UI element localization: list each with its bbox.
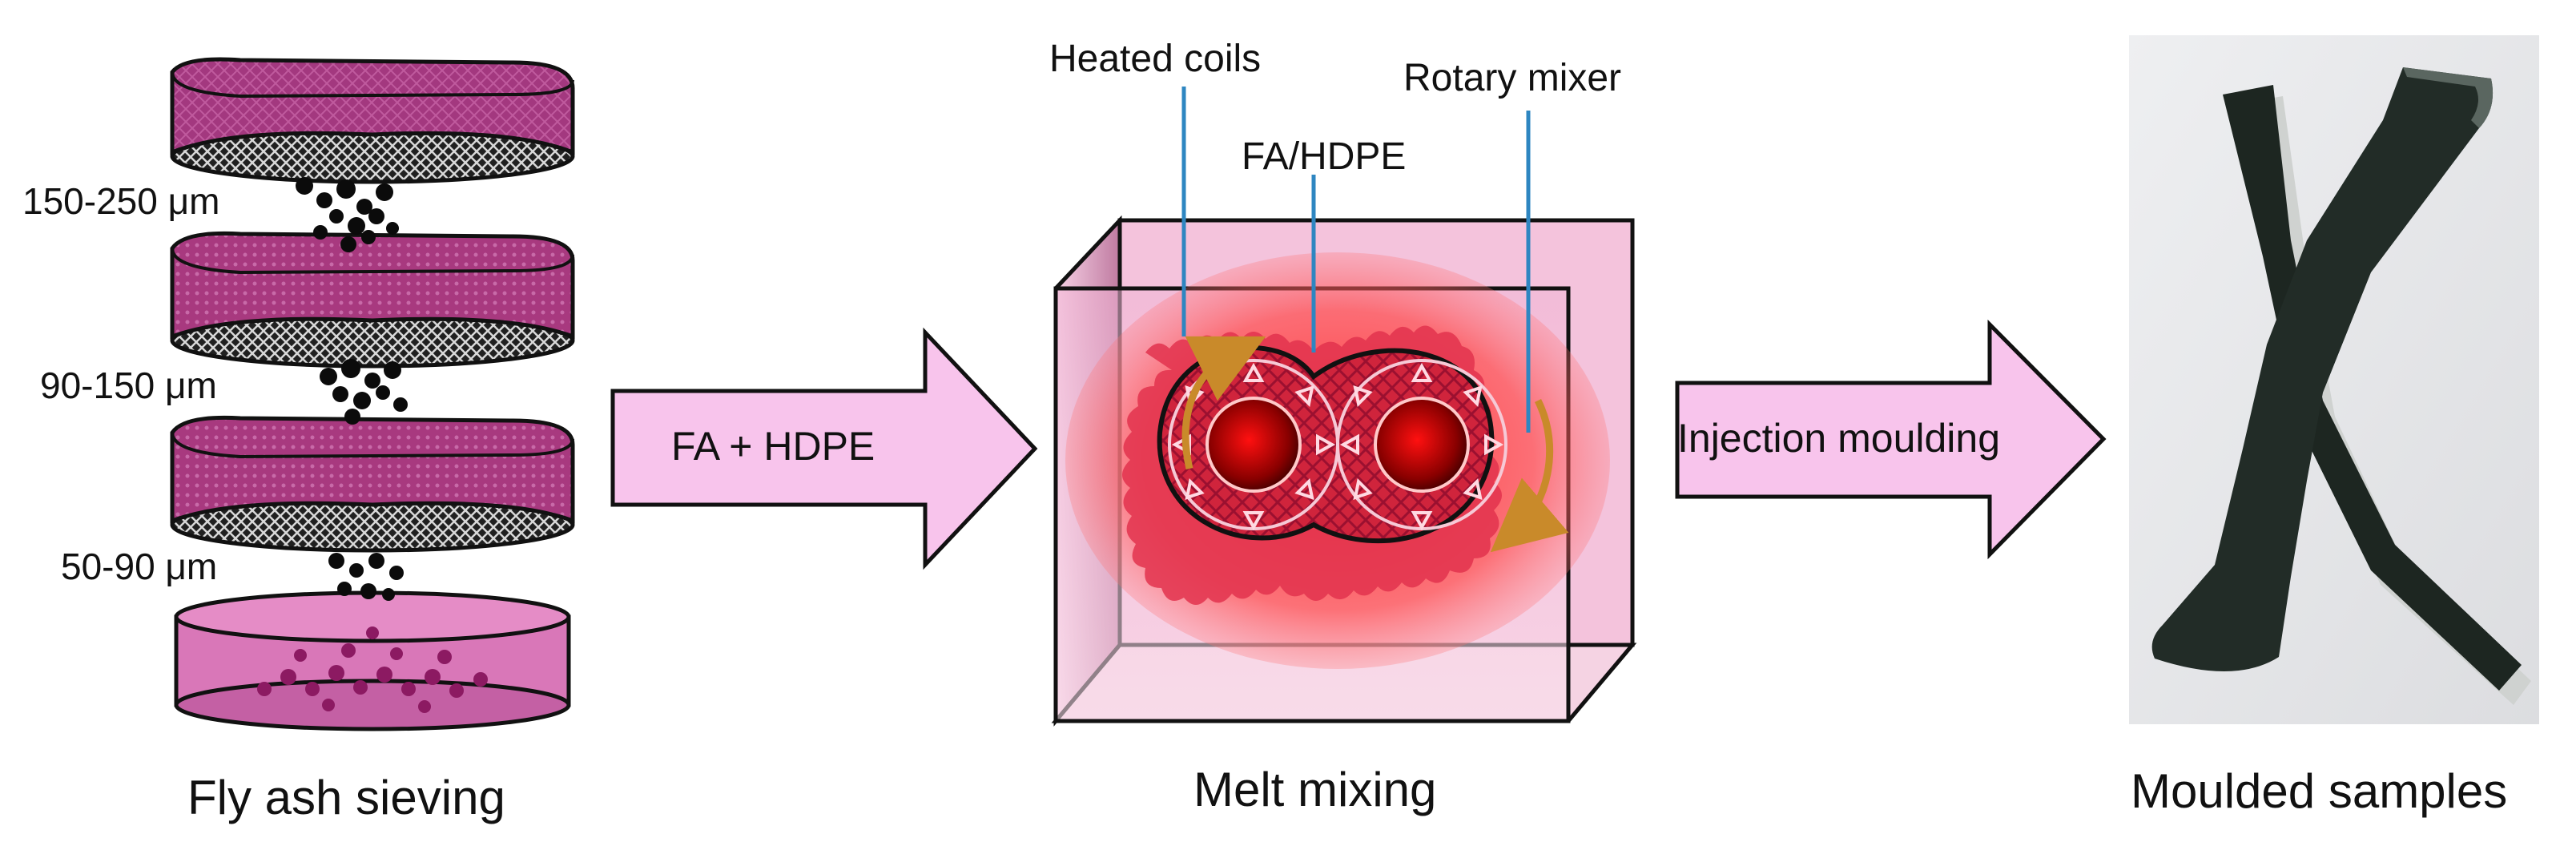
left-rotor-shaft <box>1205 397 1302 493</box>
moulded-samples-photo <box>2129 35 2539 724</box>
rotor-blades <box>1171 362 1504 531</box>
label-rotary-mixer: Rotary mixer <box>1403 57 1622 99</box>
caption-fly-ash-sieving: Fly ash sieving <box>187 771 505 824</box>
arrow-label-fa-hdpe: FA + HDPE <box>671 424 875 469</box>
pan-particles <box>257 626 488 713</box>
label-fa-hdpe: FA/HDPE <box>1242 135 1407 178</box>
sample-bar-2 <box>2151 67 2493 672</box>
mixer-box <box>1051 87 1637 727</box>
collection-pan <box>174 590 571 731</box>
right-rotor-shaft <box>1374 397 1470 493</box>
caption-moulded-samples: Moulded samples <box>2131 764 2508 818</box>
size-label-90-150: 90-150 μm <box>40 365 217 406</box>
size-label-50-90: 50-90 μm <box>61 546 218 587</box>
sieve-stack <box>170 57 575 731</box>
sieve-50-90 <box>170 415 575 553</box>
label-heated-coils: Heated coils <box>1049 38 1262 80</box>
caption-melt-mixing: Melt mixing <box>1193 763 1437 816</box>
size-label-150-250: 150-250 μm <box>22 180 220 222</box>
arrow-injection-moulding <box>1675 319 2107 560</box>
rotation-arrow-left <box>1181 336 1266 470</box>
sieve-90-150 <box>170 231 575 369</box>
rotation-arrow-right <box>1490 398 1569 553</box>
arrow-fa-hdpe <box>610 327 1038 570</box>
sieve-150-250 <box>170 57 575 184</box>
arrow-label-injection-moulding: Injection moulding <box>1677 416 2001 461</box>
falling-particles <box>296 177 408 601</box>
sample-bar-1 <box>2223 85 2522 691</box>
